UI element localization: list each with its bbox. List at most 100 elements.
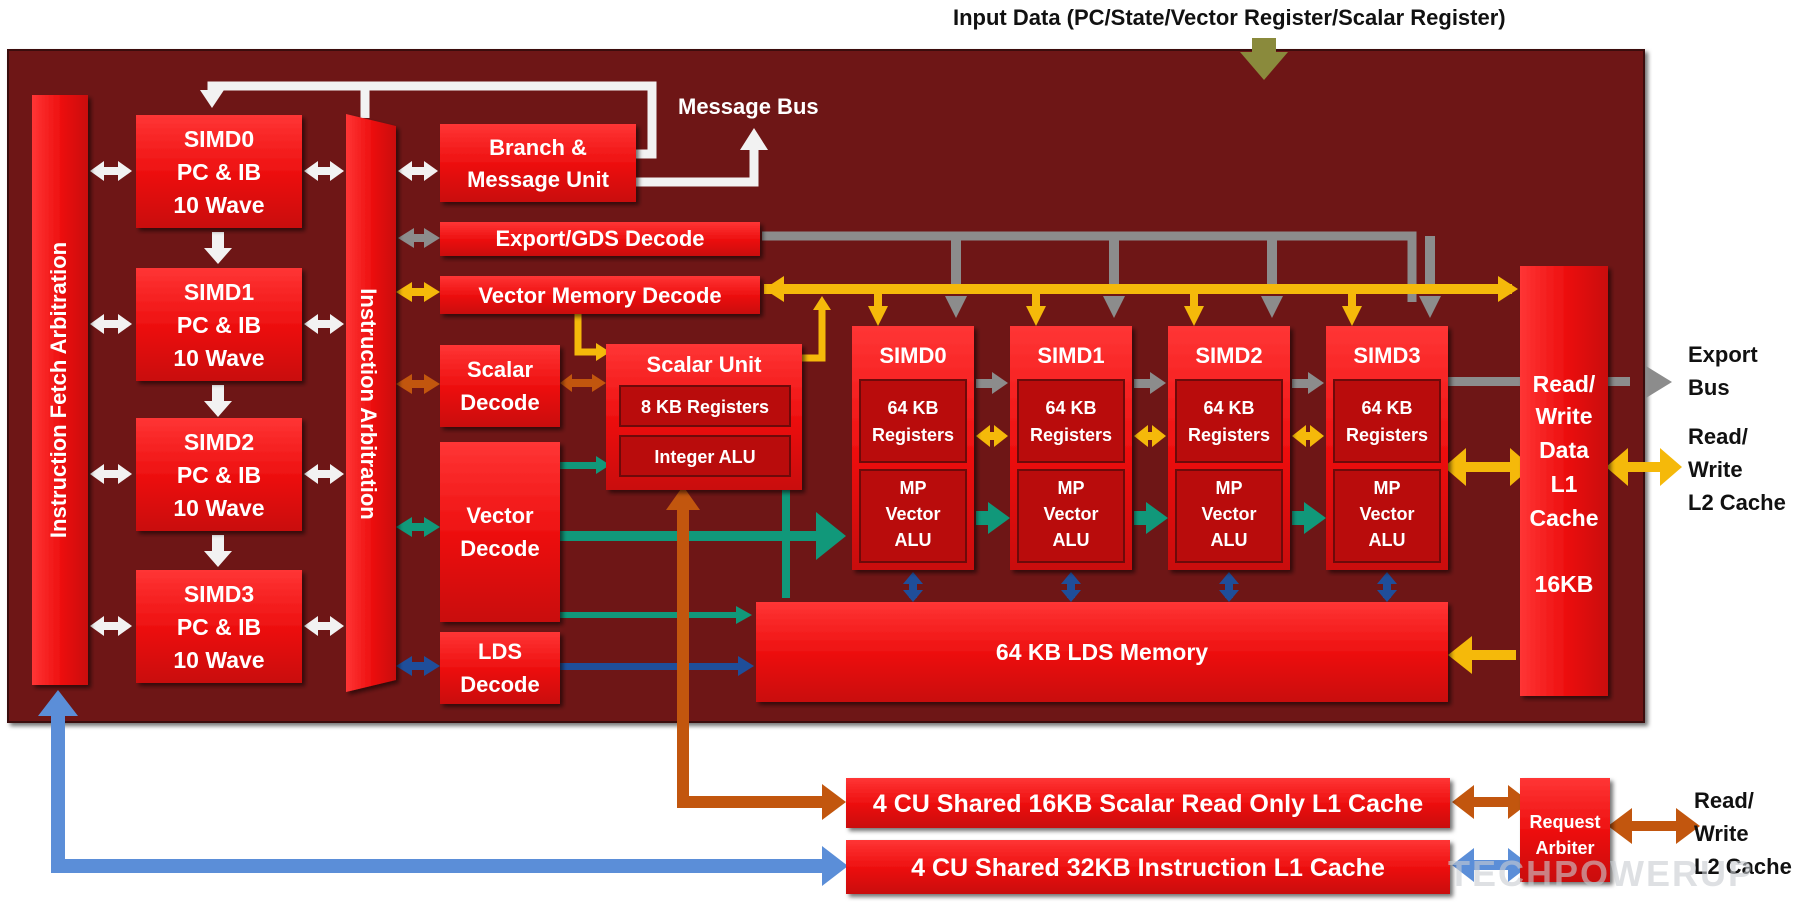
l2-cache-label-bottom-line2: Write (1694, 821, 1749, 846)
simd1-alu-label-line1: MP (1058, 478, 1085, 498)
simd0-alu-chain-shaft (976, 511, 990, 525)
simd-export-chain-arrows (976, 372, 1324, 394)
scalar-cache-arrowhead-right (822, 784, 846, 820)
lds-decode-arrow-shaft (560, 663, 738, 670)
scalar-registers-block (619, 385, 791, 427)
fetch-simd3-arrow-left-head (90, 616, 104, 636)
input-data-arrowhead (1240, 52, 1288, 80)
integer-alu-block (619, 435, 791, 477)
simd3-pc-ib-label-line1: SIMD3 (184, 581, 254, 607)
export-drop-2-shaft (1267, 236, 1277, 294)
vmem-drop-1-shaft (1032, 294, 1040, 306)
simd1-alu-chain-head (1146, 502, 1168, 534)
simd0-pc-ib-label-line1: SIMD0 (184, 126, 254, 152)
simd2-registers-block (1175, 379, 1283, 463)
vmem-drop-1-head (1026, 306, 1046, 326)
simd2-arbitration-arrow-left-head (304, 464, 318, 484)
export-gds-decode-block (440, 222, 760, 256)
scalar-to-alu-shaft (782, 490, 790, 598)
vmem-drop-0-head (868, 306, 888, 326)
vector-decode-label-line2: Decode (460, 536, 539, 561)
branch-unit-label-line2: Message Unit (467, 167, 609, 192)
alu-lds-1-down-head (1061, 590, 1081, 602)
vmem-to-scalar-arrow (574, 314, 598, 356)
branch-decode-arrow-shaft (408, 167, 428, 175)
l1-simd-arrow-shaft (1458, 462, 1518, 472)
scalar-cache-arrowhead-up (666, 486, 700, 510)
simd1-registers-block (1017, 379, 1125, 463)
alu-lds-0-shaft (909, 578, 917, 598)
simd3-pc-ib-label-line3: 10 Wave (173, 647, 264, 673)
simd1-pc-ib-block (136, 268, 302, 381)
simd1-arbitration-arrow-shaft (314, 320, 334, 328)
vmem-drop-2-shaft (1190, 294, 1198, 306)
fetch-simd1-arrow-right-head (118, 314, 132, 334)
lds-decode-in-shaft (410, 662, 430, 670)
scalar-registers-label: 8 KB Registers (641, 397, 769, 417)
simd2-arbitration-arrow-right-head (330, 464, 344, 484)
simd1-arbitration-arrow-left-head (304, 314, 318, 334)
alu-chain-arrows (976, 502, 1326, 534)
vdecode-arrow-right (424, 517, 440, 537)
vector-decode-to-alu-head (816, 512, 846, 560)
simd-down-arrow-0-head (204, 248, 232, 264)
export-drop-0-shaft (951, 236, 961, 294)
arbiter-scalar-arrow-shaft (1470, 797, 1512, 807)
l1-l2-arrow-shaft (1624, 462, 1668, 472)
l1-l2-arrow-right (1660, 448, 1682, 486)
lds-decode-label-line2: Decode (460, 672, 539, 697)
branch-feedback-arrowhead (200, 90, 224, 108)
lds-memory-block (756, 602, 1448, 702)
simd1-arbitration-arrow-right-head (330, 314, 344, 334)
l1-simd-arrow-left (1444, 448, 1466, 486)
l1-cache-label-line2: Write (1535, 403, 1592, 429)
simd3-alu-label-line1: MP (1374, 478, 1401, 498)
l1-l2-arrow-left (1606, 448, 1628, 486)
arbiter-icache-arrow-left (1452, 848, 1474, 882)
simd1-unit-name: SIMD1 (1037, 343, 1104, 368)
scalar-decode-out-shaft (566, 379, 594, 387)
l1-lds-arrow-shaft (1468, 650, 1516, 660)
export-decode-arrow-left (398, 228, 414, 248)
l1-cache-label-line3: Data (1539, 437, 1589, 463)
simd2-pc-ib-label-line3: 10 Wave (173, 495, 264, 521)
simd3-alu-block (1333, 469, 1441, 563)
simd2-registers-label-line2: Registers (1188, 425, 1270, 445)
fetch-simd2-arrow-shaft (100, 470, 122, 478)
fetch-simd0-arrow-left-head (90, 161, 104, 181)
integer-alu-label: Integer ALU (654, 447, 755, 467)
simd-down-arrow-2-shaft (212, 535, 224, 555)
simd-down-arrow-1-shaft (212, 385, 224, 405)
simd0-alu-label-line2: Vector (885, 504, 940, 524)
alu-lds-2-shaft (1225, 578, 1233, 598)
register-exchange-arrows (976, 425, 1324, 447)
vector-memory-drop-arrows (868, 294, 1362, 326)
simd2-unit-name: SIMD2 (1195, 343, 1262, 368)
instruction-l1-cache-block (846, 840, 1450, 894)
scalar-decode-block (440, 345, 560, 427)
lds-decode-label-line1: LDS (478, 639, 522, 664)
export-drop-3-head (1419, 296, 1441, 318)
simd2-alu-label-line2: Vector (1201, 504, 1256, 524)
simd0-register-exchange-left-head (976, 425, 990, 447)
simd1-pc-ib-label-line1: SIMD1 (184, 279, 255, 305)
simd3-arbitration-arrow-shaft (314, 622, 334, 630)
fetch-simd0-arrow-shaft (100, 167, 122, 175)
simd1-registers-label-line1: 64 KB (1045, 398, 1096, 418)
simd0-unit-name: SIMD0 (879, 343, 946, 368)
alu-lds-3-down-head (1377, 590, 1397, 602)
vector-decode-to-lds-shaft (560, 612, 738, 618)
simd2-alu-block (1175, 469, 1283, 563)
simd3-arbitration-arrow-right-head (330, 616, 344, 636)
alu-lds-2-down-head (1219, 590, 1239, 602)
scalar-decode-in-shaft (410, 380, 430, 388)
fetch-simd0-arrow-right-head (118, 161, 132, 181)
vector-decode-to-scalar-head (596, 456, 610, 474)
export-drop-1-shaft (1109, 236, 1119, 294)
inner-blocks-layer (619, 385, 791, 477)
scalar-decode-in-left (396, 374, 412, 394)
vmem-decode-arrow-left (396, 282, 412, 302)
vector-memory-bus (764, 284, 1512, 294)
simd1-register-exchange-left-head (1134, 425, 1148, 447)
scalar-cache-arrow (677, 510, 826, 808)
